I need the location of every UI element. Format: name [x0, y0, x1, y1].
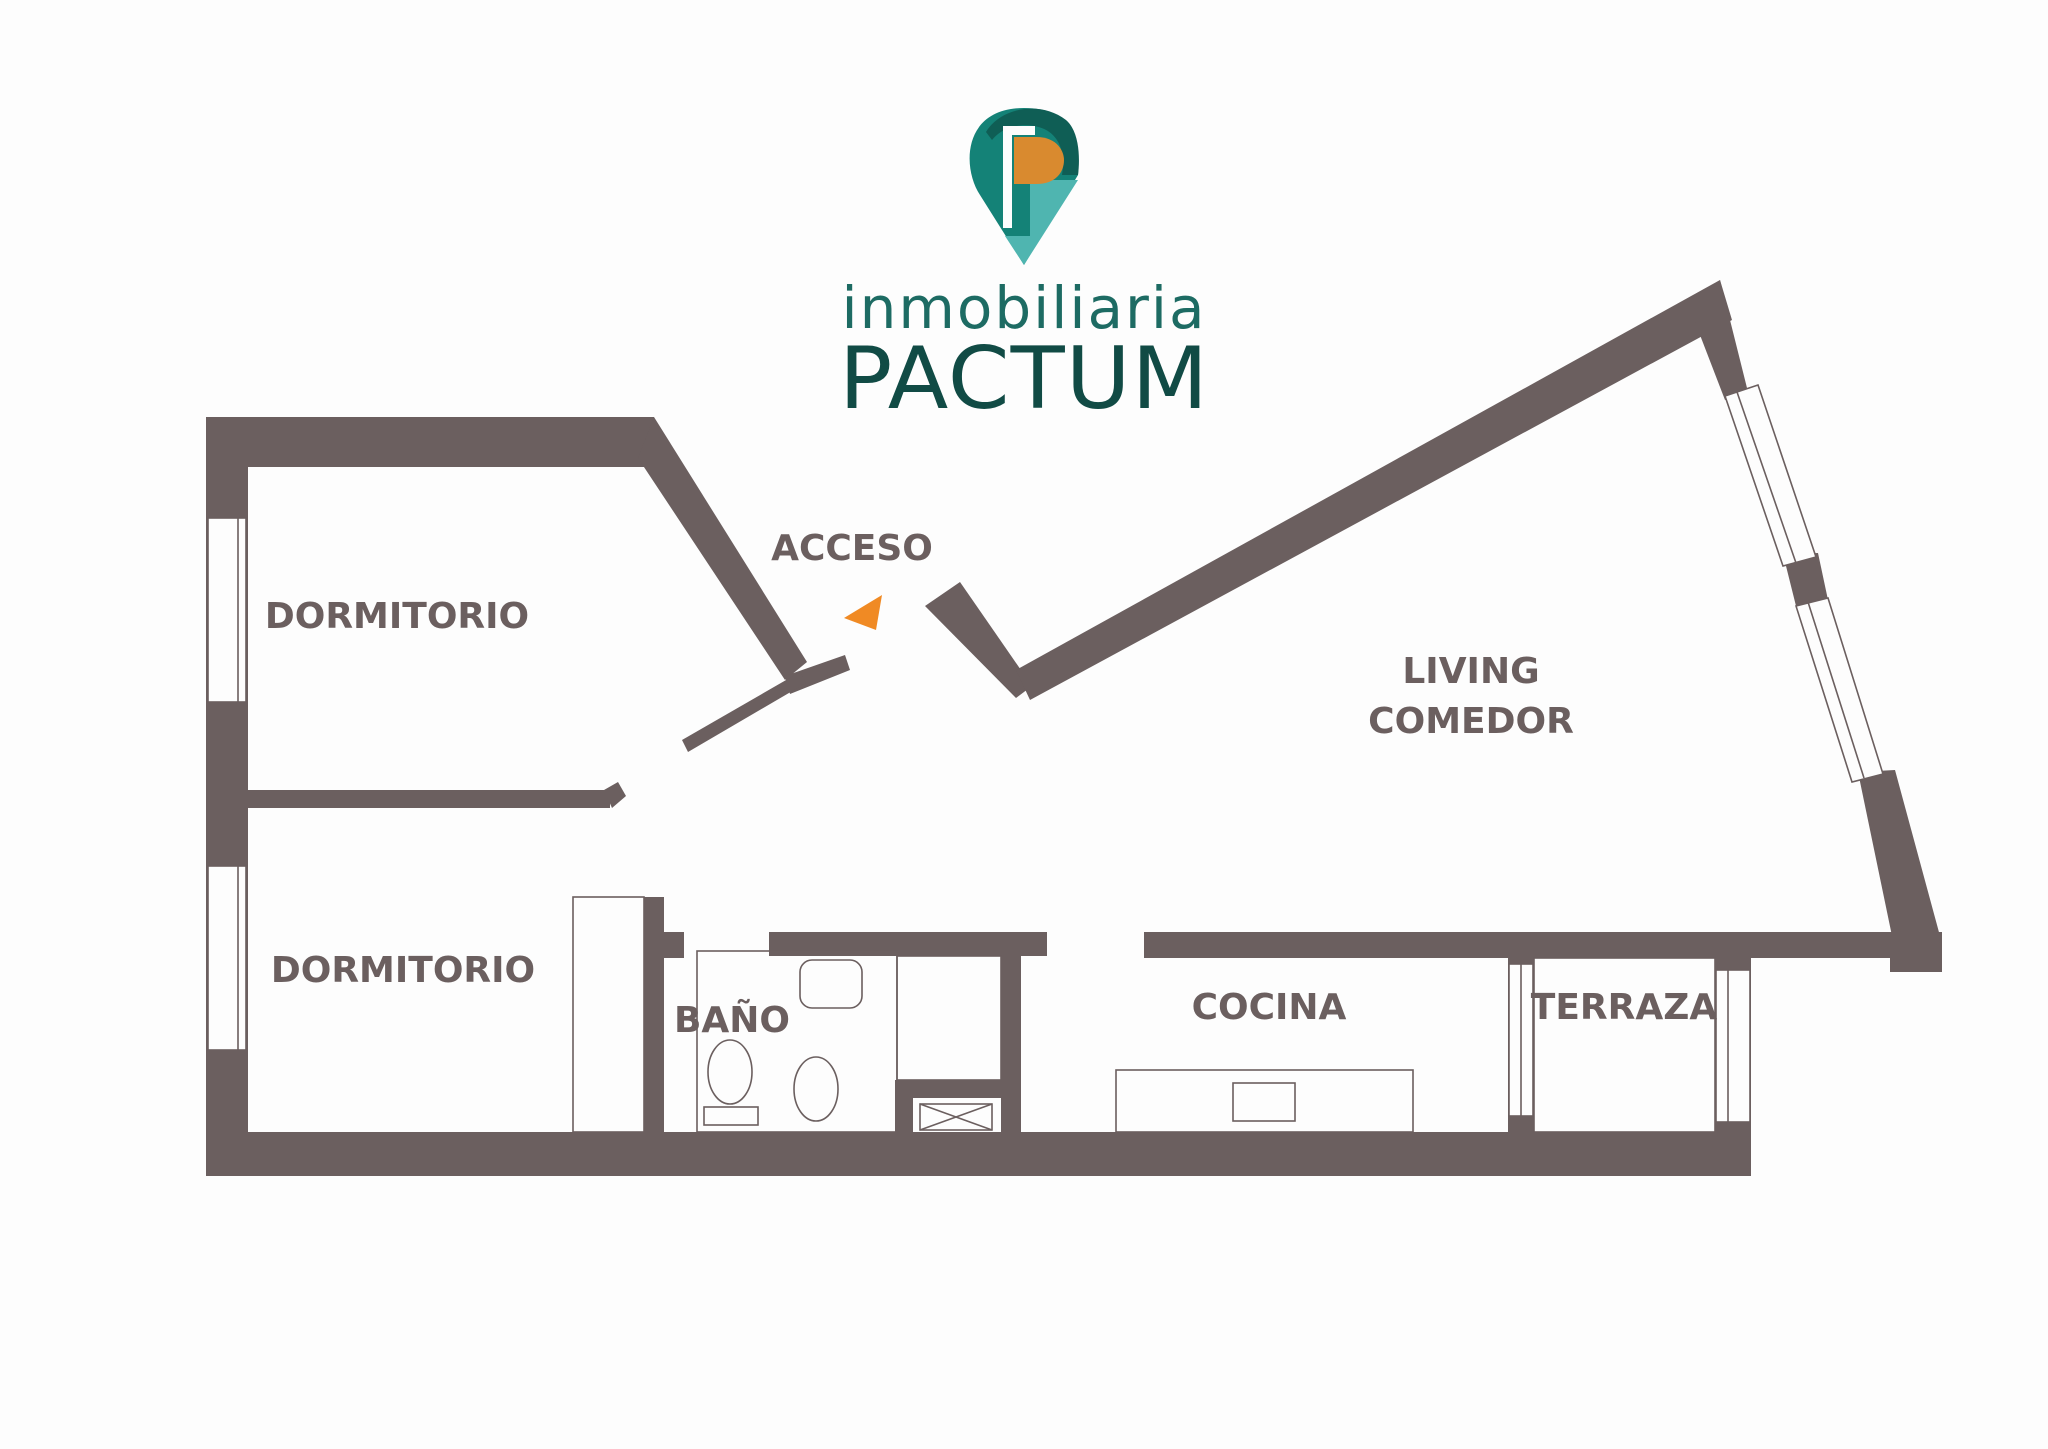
walls: [206, 280, 1942, 1176]
windows: [207, 383, 1885, 1123]
shaft: [896, 955, 1002, 1081]
fixtures: [572, 896, 1716, 1133]
toilet-icon: [707, 1039, 753, 1105]
kitchen-counter: [1115, 1069, 1414, 1133]
wardrobe: [572, 896, 645, 1133]
location-pin-p-icon: [969, 108, 1079, 265]
access-arrow-icon: [844, 595, 882, 630]
terrace-divider: [1533, 957, 1716, 1133]
kitchen-sink-icon: [1232, 1082, 1296, 1122]
toilet-tank-icon: [703, 1106, 759, 1126]
bathtub-tap-icon: [799, 959, 863, 1009]
label-bano: BAÑO: [674, 999, 790, 1041]
label-acceso: ACCESO: [771, 528, 933, 569]
label-terraza: TERRAZA: [1531, 987, 1718, 1028]
shaft-vent-icon: [919, 1103, 993, 1131]
sink-icon: [793, 1056, 839, 1122]
brand-line-1: inmobiliaria: [841, 274, 1206, 342]
room-labels: DORMITORIO ACCESO LIVING COMEDOR DORMITO…: [265, 528, 1718, 1041]
label-dormitorio-1: DORMITORIO: [265, 596, 529, 637]
brand-line-2: PACTUM: [839, 329, 1209, 429]
label-living: LIVING: [1402, 651, 1539, 692]
logo: inmobiliaria PACTUM: [839, 108, 1209, 429]
label-cocina: COCINA: [1192, 987, 1347, 1028]
label-dormitorio-2: DORMITORIO: [271, 950, 535, 991]
label-comedor: COMEDOR: [1368, 701, 1574, 742]
